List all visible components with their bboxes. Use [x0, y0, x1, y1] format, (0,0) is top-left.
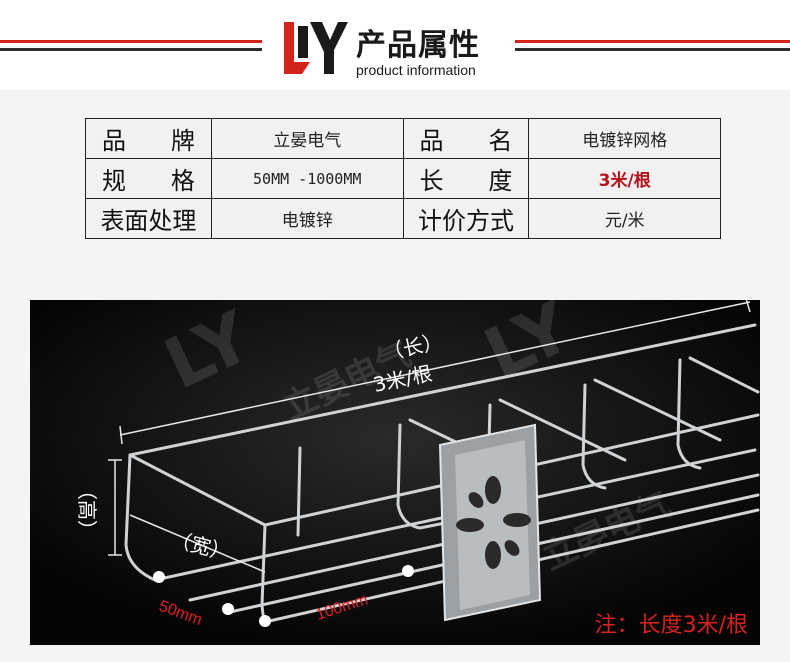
- attr-label-product-name-char-2: 名: [488, 127, 513, 155]
- clamp-bracket: [438, 423, 542, 622]
- header-rule-right-red: [515, 40, 790, 43]
- page-header: 产品属性 product information: [0, 0, 790, 90]
- attr-label-product-name-char-1: 品: [419, 127, 444, 155]
- attr-label-brand-char-1: 品: [102, 127, 126, 155]
- attr-label-length-char-1: 长: [419, 167, 444, 195]
- length-dimension-line: [119, 301, 751, 436]
- table-row: 规格 50MM -1000MM 长度 3米/根: [85, 158, 721, 199]
- attr-label-spec-char-2: 格: [170, 167, 195, 195]
- attr-value-spec: 50MM -1000MM: [210, 158, 404, 199]
- attr-value-brand: 立晏电气: [210, 118, 404, 159]
- attr-label-spec-char-1: 规: [102, 167, 126, 195]
- measurement-dots: [153, 565, 414, 627]
- wire-mesh-tray-illustration: LY 立晏电气 LY 立晏电气 （长） 3米/根 （高）: [30, 300, 760, 645]
- attr-label-brand: 品牌: [85, 118, 212, 159]
- attr-label-spec: 规格: [85, 158, 212, 199]
- product-attributes-table: 品牌 立晏电气 品名 电镀锌网格 规格 50MM -1000MM 长度 3米/根…: [85, 118, 721, 239]
- section-subtitle: product information: [356, 62, 476, 78]
- height-label: （高）: [75, 480, 99, 540]
- header-rule-right-dark: [515, 48, 790, 51]
- section-title: 产品属性: [356, 28, 480, 63]
- product-photo: LY 立晏电气 LY 立晏电气 （长） 3米/根 （高）: [30, 300, 760, 645]
- length-note: 注：长度3米/根: [594, 613, 748, 638]
- attr-label-brand-char-2: 牌: [170, 127, 195, 155]
- header-rule-left-dark: [0, 48, 262, 51]
- attr-value-product-name: 电镀锌网格: [528, 118, 721, 159]
- ly-logo-icon: [284, 22, 348, 74]
- attr-label-product-name: 品名: [402, 118, 530, 159]
- attr-label-length-char-2: 度: [488, 167, 513, 195]
- attr-value-length: 3米/根: [528, 158, 721, 199]
- table-row: 品牌 立晏电气 品名 电镀锌网格: [85, 118, 721, 159]
- attr-label-length: 长度: [402, 158, 530, 199]
- table-row: 表面处理 电镀锌 计价方式 元/米: [85, 198, 721, 239]
- width-dimension-line: [129, 514, 266, 573]
- attr-value-surface: 电镀锌: [210, 198, 404, 239]
- attr-label-pricing: 计价方式: [402, 198, 530, 239]
- header-rule-left-red: [0, 40, 262, 43]
- attr-value-pricing: 元/米: [528, 198, 721, 239]
- attr-label-surface: 表面处理: [85, 198, 212, 239]
